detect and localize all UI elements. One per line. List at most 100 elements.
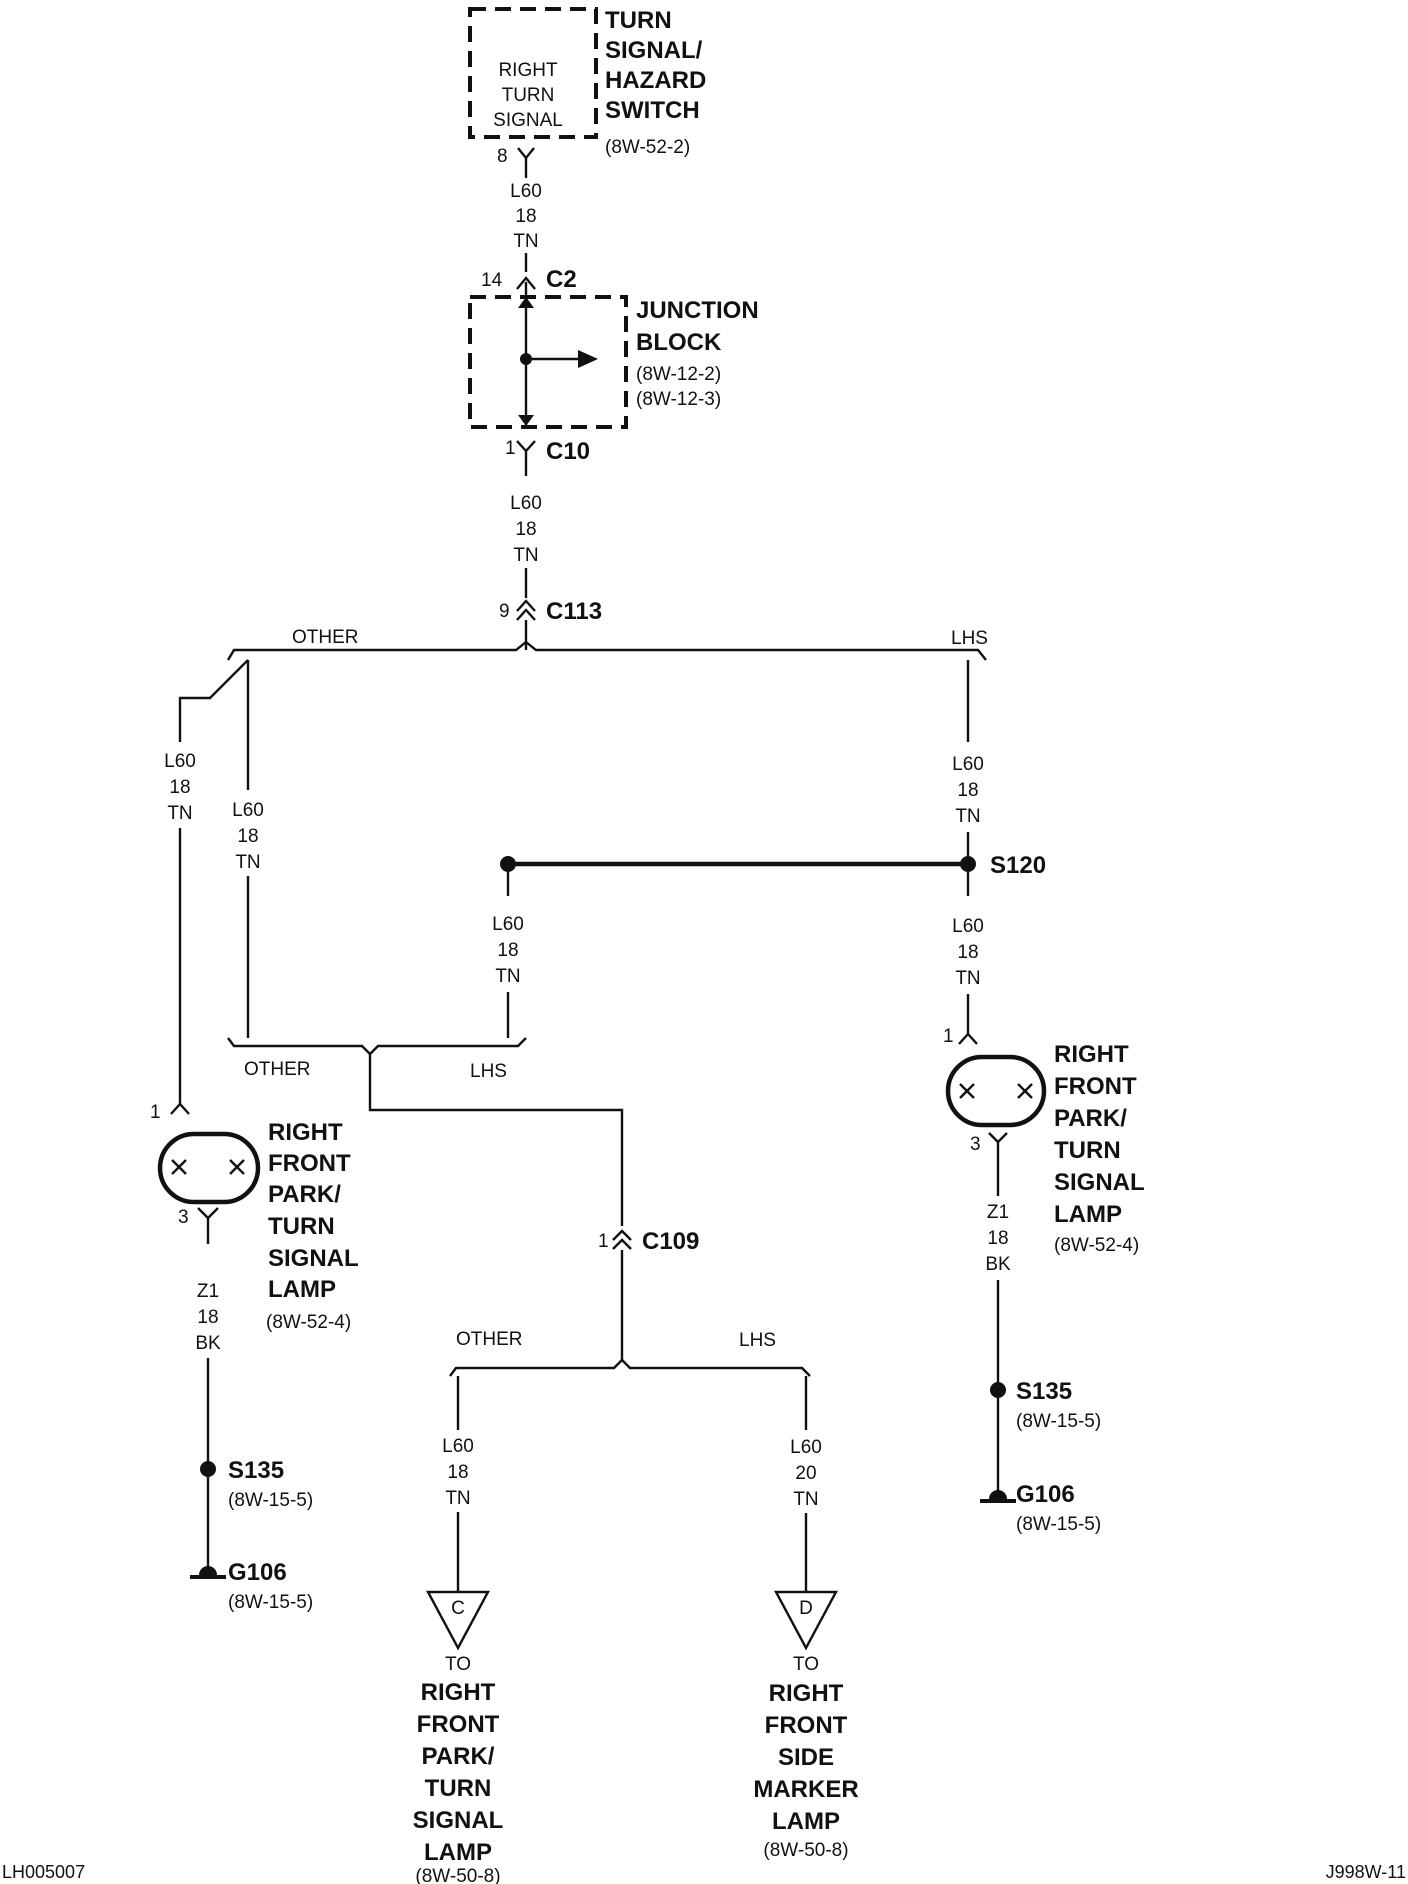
ground-icon [190,1566,226,1579]
junction-ref-2: (8W-12-3) [636,389,721,410]
switch-box [468,7,598,139]
low-lhs-label: LHS [739,1330,776,1351]
wire-w5-circuit: L60 [952,754,984,775]
right-lamp-out-connector [988,1132,1008,1160]
wire-w9-color: TN [793,1489,818,1510]
left-lamp-filaments [171,1159,245,1175]
top-other-label: OTHER [292,627,359,648]
wire-w1-circuit: L60 [510,181,542,202]
switch-ref: (8W-52-2) [605,137,690,158]
wire-label-w4: L60 18 TN [232,800,264,873]
mid-other-label: OTHER [244,1059,311,1080]
c109-chevrons [612,1229,632,1250]
left-lamp-title-5: SIGNAL [268,1245,359,1272]
wire-label-w3: L60 18 TN [164,751,196,824]
offpage-d-letter: D [799,1598,813,1619]
right-lamp-pin-in: 1 [943,1026,954,1047]
bus-arrow-down [518,415,534,426]
wire-w7-circuit: L60 [952,916,984,937]
s135-left-ref: (8W-15-5) [228,1490,313,1511]
right-lamp-filaments [959,1083,1033,1099]
switch-title-1: TURN [605,7,672,34]
left-lamp-pin-in: 1 [150,1102,161,1123]
left-lamp-title-3: PARK/ [268,1181,341,1208]
left-lamp-ref: (8W-52-4) [266,1312,351,1333]
ground-icon [980,1490,1016,1503]
wire-label-w1: L60 18 TN [510,181,542,252]
wire-gnd-left-circuit: Z1 [197,1281,219,1302]
wire-gnd-right-circuit: Z1 [987,1202,1009,1223]
wire-w9-gauge: 20 [795,1463,816,1484]
wire-w9-circuit: L60 [790,1437,822,1458]
wire-w4-gauge: 18 [237,826,258,847]
wire-w2-circuit: L60 [510,493,542,514]
right-lamp-ref: (8W-52-4) [1054,1235,1139,1256]
offpage-ref-d: D TO RIGHT FRONT SIDE MARKER LAMP (8W-50… [753,1590,859,1861]
c113-label: C113 [546,598,602,625]
offpage-c-title-3: PARK/ [422,1743,495,1770]
c113-connector: 9 C113 [499,598,602,625]
right-lamp-bulb [945,1054,1047,1128]
left-lamp-title-6: LAMP [268,1276,336,1303]
s120-label: S120 [990,852,1046,879]
c109-connector: 1 C109 [598,1228,699,1255]
wire-w5-gauge: 18 [957,780,978,801]
s135-left-dot [200,1461,216,1477]
wire-label-w8: L60 18 TN [442,1436,474,1509]
wire-w8-circuit: L60 [442,1436,474,1457]
offpage-c-triangle-icon [425,1590,491,1651]
splice-dot-s120 [960,856,976,872]
wire-label-w6: L60 18 TN [492,914,524,987]
wire-w2-gauge: 18 [515,519,536,540]
c10-pin: 1 [505,438,516,459]
left-lamp-bulb [157,1131,261,1205]
offpage-c-to: TO [445,1654,471,1675]
wire-gnd-right-gauge: 18 [987,1228,1008,1249]
top-option-bracket [226,640,987,661]
switch-title-4: SWITCH [605,97,700,124]
wire-w7-color: TN [955,968,980,989]
g106-right-ref: (8W-15-5) [1016,1514,1101,1535]
wire-w1-color: TN [513,231,538,252]
junction-title-1: JUNCTION [636,297,759,324]
switch-title-3: HAZARD [605,67,706,94]
offpage-ref-c: C TO RIGHT FRONT PARK/ TURN SIGNAL LAMP … [413,1590,504,1884]
wire-label-w5: L60 18 TN [952,754,984,827]
offpage-d-title-2: FRONT [765,1712,848,1739]
splice-dot-left [500,856,516,872]
wire-w3-circuit: L60 [164,751,196,772]
c2-connector [516,276,536,290]
right-lamp-title-3: PARK/ [1054,1105,1127,1132]
offpage-d-title-4: MARKER [753,1776,858,1803]
wire-gnd-right-color: BK [985,1254,1011,1275]
bus-arrow-right [578,350,598,368]
wire-w2-color: TN [513,545,538,566]
right-lamp-in-connector [958,1032,978,1045]
offpage-c-title-5: SIGNAL [413,1807,504,1834]
c10-label: C10 [546,438,590,465]
s135-left-label: S135 [228,1457,284,1484]
left-lamp-title-2: FRONT [268,1150,351,1177]
turn-signal-hazard-switch: RIGHT TURN SIGNAL TURN SIGNAL/ HAZARD SW… [468,7,706,172]
wire-w8-color: TN [445,1488,470,1509]
wire-w7-gauge: 18 [957,942,978,963]
right-lamp-title-2: FRONT [1054,1073,1137,1100]
left-lamp-out-connector [197,1207,219,1236]
wire-gnd-left-gauge: 18 [197,1307,218,1328]
footer-left-code: LH005007 [2,1862,85,1882]
mid-option-bracket [227,1037,527,1056]
wire-label-gnd-left: Z1 18 BK [195,1281,221,1354]
offpage-d-title-5: LAMP [772,1808,840,1835]
low-option-bracket [449,1358,811,1377]
offpage-d-title-3: SIDE [778,1744,834,1771]
offpage-d-triangle-icon [773,1590,839,1651]
right-park-turn-lamp: 1 3 RIGHT FRONT PARK/ TURN SIGNAL LAMP (… [943,1026,1145,1256]
wire-w6-color: TN [495,966,520,987]
mid-lhs-label: LHS [470,1061,507,1082]
wire-label-gnd-right: Z1 18 BK [985,1202,1011,1275]
right-lamp-title-5: SIGNAL [1054,1169,1145,1196]
g106-left-label: G106 [228,1559,287,1586]
wire-w8-gauge: 18 [447,1462,468,1483]
c113-pin: 9 [499,601,510,622]
